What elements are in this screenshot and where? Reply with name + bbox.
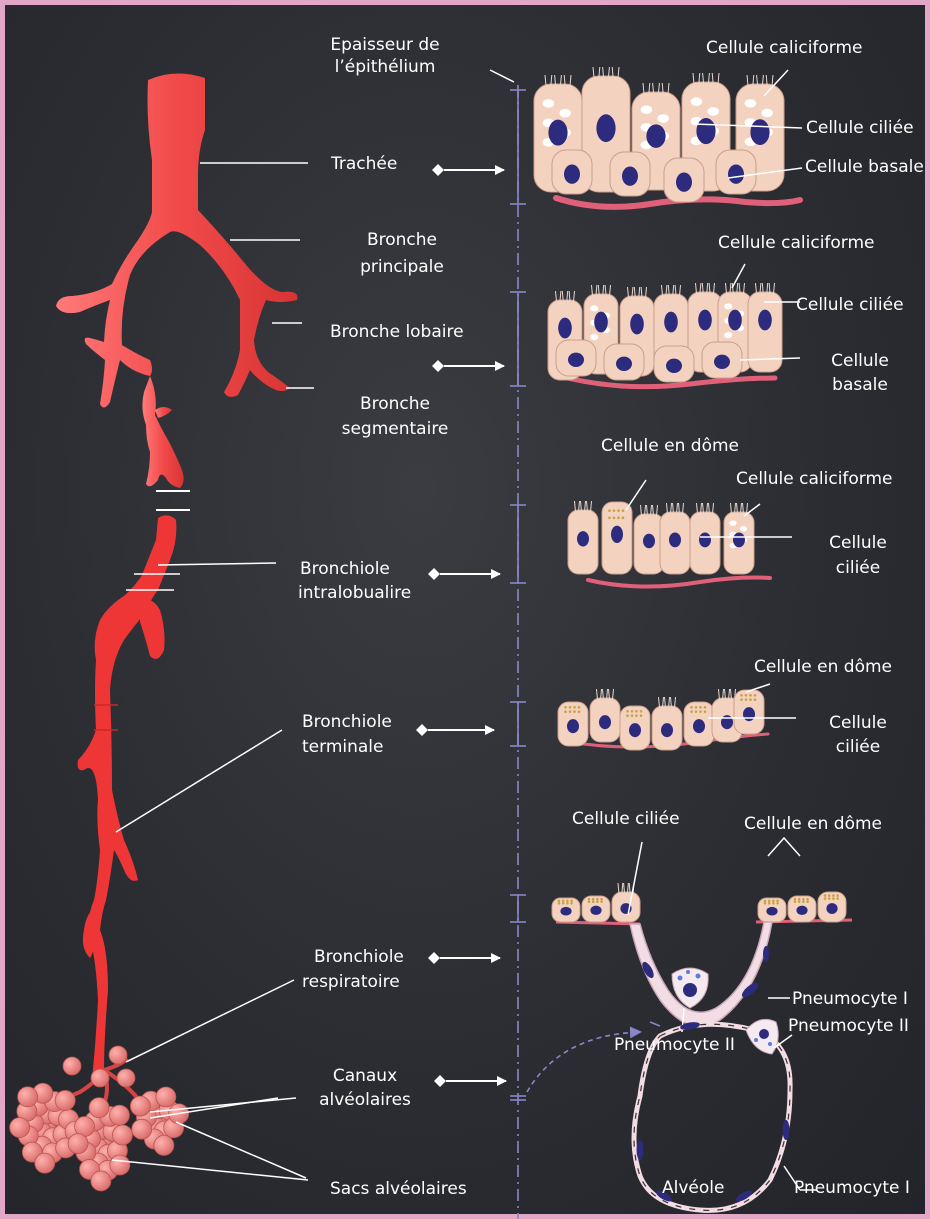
resp-ciliated-cell: [612, 883, 640, 922]
bronchiole-ciliee-line1: Cellule: [808, 532, 908, 554]
alveolus-bud: [91, 1069, 109, 1087]
arrow-trachea: [432, 164, 504, 176]
bronchiole-dome-label: Cellule en dôme: [601, 435, 739, 457]
bronchiole-terminale-line2: terminale: [302, 736, 383, 758]
trachee-basale-label: Cellule basale: [805, 156, 924, 178]
bronchus-basal-cell: [604, 344, 644, 380]
resp-pneumocyte-ii-label: Pneumocyte II: [614, 1034, 735, 1056]
sacs-alveolaires-label: Sacs alvéolaires: [330, 1178, 467, 1200]
arrow-canaux: [434, 1075, 506, 1087]
bronche-lobaire-label: Bronche lobaire: [330, 321, 464, 343]
terminale-ciliee-line1: Cellule: [808, 712, 908, 734]
canaux-line2: alvéolaires: [315, 1089, 415, 1111]
terminale-dome-label: Cellule en dôme: [754, 656, 892, 678]
bronche-principale-line1: Bronche: [332, 229, 472, 251]
alveole-label: Alvéole: [662, 1177, 724, 1199]
trachea-basal-cell: [716, 150, 756, 194]
bronchiole-ciliee-line2: ciliée: [808, 557, 908, 579]
trachee-label: Trachée: [331, 153, 397, 175]
alveolar-sac-left: [10, 1083, 85, 1173]
double-arrows: [416, 164, 506, 1087]
bronchiole-epithelium: [568, 501, 770, 587]
resp-pneumocyte-i-label: Pneumocyte I: [792, 988, 908, 1010]
bronchiole-dome-cell: [602, 502, 632, 574]
trachea-epithelium: [534, 67, 800, 207]
terminal-ciliated-cell: [652, 697, 682, 750]
epaisseur-label-line1: Epaisseur de: [300, 34, 470, 56]
bronchus-epithelium: [548, 283, 782, 387]
trachea-bronchi-illustration: [56, 73, 297, 488]
terminal-dome-cell: [684, 702, 714, 746]
terminal-bronchiole-epithelium: [558, 689, 768, 750]
resp-dome-cell: [582, 896, 610, 922]
trachee-ciliee-label: Cellule ciliée: [806, 117, 914, 139]
bronche-segmentaire-line1: Bronche: [335, 393, 455, 415]
alveolar-sac-right: [130, 1087, 188, 1155]
canaux-line1: Canaux: [320, 1065, 410, 1087]
trachea-basal-cell: [664, 158, 704, 202]
alveolus-bud: [109, 1046, 127, 1064]
bronche-ciliee-label: Cellule ciliée: [796, 294, 904, 316]
bronche-caliciforme-label: Cellule caliciforme: [718, 232, 875, 254]
alveolus-bud: [63, 1057, 81, 1075]
bronchiole-ciliated-cell: [660, 503, 690, 574]
bronchiole-resp-line2: respiratoire: [302, 971, 400, 993]
terminal-dome-cell: [620, 706, 650, 750]
bronchus-basal-cell: [702, 342, 742, 378]
arrow-terminale: [416, 724, 494, 736]
bronchiole-intra-line1: Bronchiole: [300, 558, 390, 580]
alv-pneumocyte-ii-label: Pneumocyte II: [788, 1015, 909, 1037]
epaisseur-label-line2: l’épithélium: [300, 56, 470, 78]
bronchiole-intra-line2: intralobualire: [298, 582, 411, 604]
terminale-ciliee-line2: ciliée: [808, 736, 908, 758]
bronchiole-caliciforme-label: Cellule caliciforme: [736, 468, 893, 490]
terminal-dome-cell: [558, 702, 588, 746]
bronche-basale-line1: Cellule: [810, 350, 910, 372]
bronchiole-goblet-cell: [724, 503, 754, 574]
resp-dome-cell: [788, 896, 816, 922]
terminal-dome-cell: [734, 690, 764, 734]
alveolar-sac-middle: [68, 1098, 132, 1191]
alveolus-bud: [117, 1069, 135, 1087]
trachea-basal-cell: [552, 150, 592, 194]
resp-dome-cell: [818, 892, 846, 922]
arrow-respiratoire: [428, 952, 500, 964]
resp-dome-cell: [552, 898, 580, 922]
terminal-ciliated-cell: [590, 689, 620, 742]
alv-pneumocyte-i-label: Pneumocyte I: [794, 1177, 910, 1199]
bronchus-basal-cell: [556, 340, 596, 376]
bronchiole-ciliated-cell: [568, 501, 598, 574]
bronche-principale-line2: principale: [332, 256, 472, 278]
bronchiole-terminale-line1: Bronchiole: [302, 711, 392, 733]
bronchioles-illustration: [78, 515, 177, 1080]
resp-dome-cell: [758, 898, 786, 922]
trachee-caliciforme-label: Cellule caliciforme: [706, 37, 863, 59]
bronchiole-ciliated-cell: [690, 503, 720, 574]
resp-ciliee-label: Cellule ciliée: [572, 808, 680, 830]
resp-dome-label: Cellule en dôme: [744, 813, 882, 835]
bronchiole-resp-line1: Bronchiole: [314, 946, 404, 968]
bronche-segmentaire-line2: segmentaire: [335, 418, 455, 440]
trachea-basal-cell: [610, 152, 650, 196]
bronchus-basal-cell: [654, 346, 694, 382]
arrow-bronche: [432, 360, 504, 372]
arrow-bronchiole: [428, 568, 500, 580]
bronche-basale-line2: basale: [810, 374, 910, 396]
